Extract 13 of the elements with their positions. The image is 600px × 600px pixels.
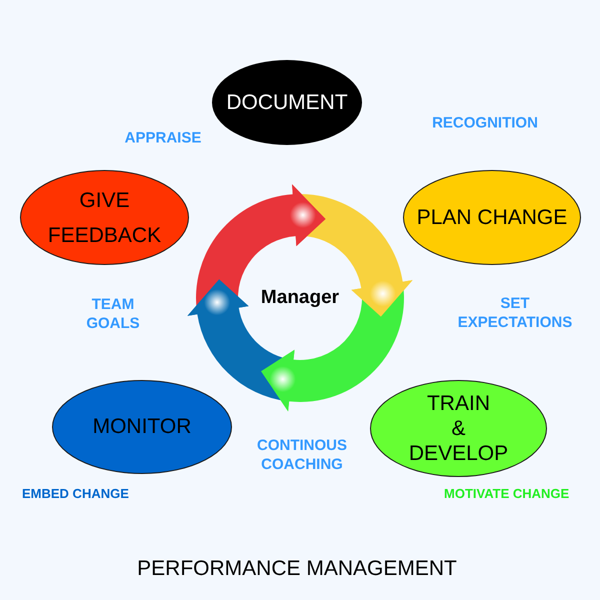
node-caption: MOTIVATE CHANGE xyxy=(444,486,570,501)
node-label: TRAIN & DEVELOP xyxy=(408,391,508,466)
phase-label: CONTINOUS COACHING xyxy=(257,436,347,474)
node-label: PLAN CHANGE xyxy=(416,204,568,230)
phase-label: TEAM GOALS xyxy=(86,295,140,333)
diagram-caption: PERFORMANCE MANAGEMENT xyxy=(137,557,457,581)
phase-label: APPRAISE xyxy=(124,128,202,148)
node-caption: EMBED CHANGE xyxy=(22,486,129,501)
phase-label: SET EXPECTATIONS xyxy=(458,294,572,332)
node-label: DOCUMENT xyxy=(226,90,348,116)
node-label: GIVE FEEDBACK xyxy=(48,188,162,248)
phase-label: RECOGNITION xyxy=(432,114,538,132)
node-label: MONITOR xyxy=(92,414,192,440)
